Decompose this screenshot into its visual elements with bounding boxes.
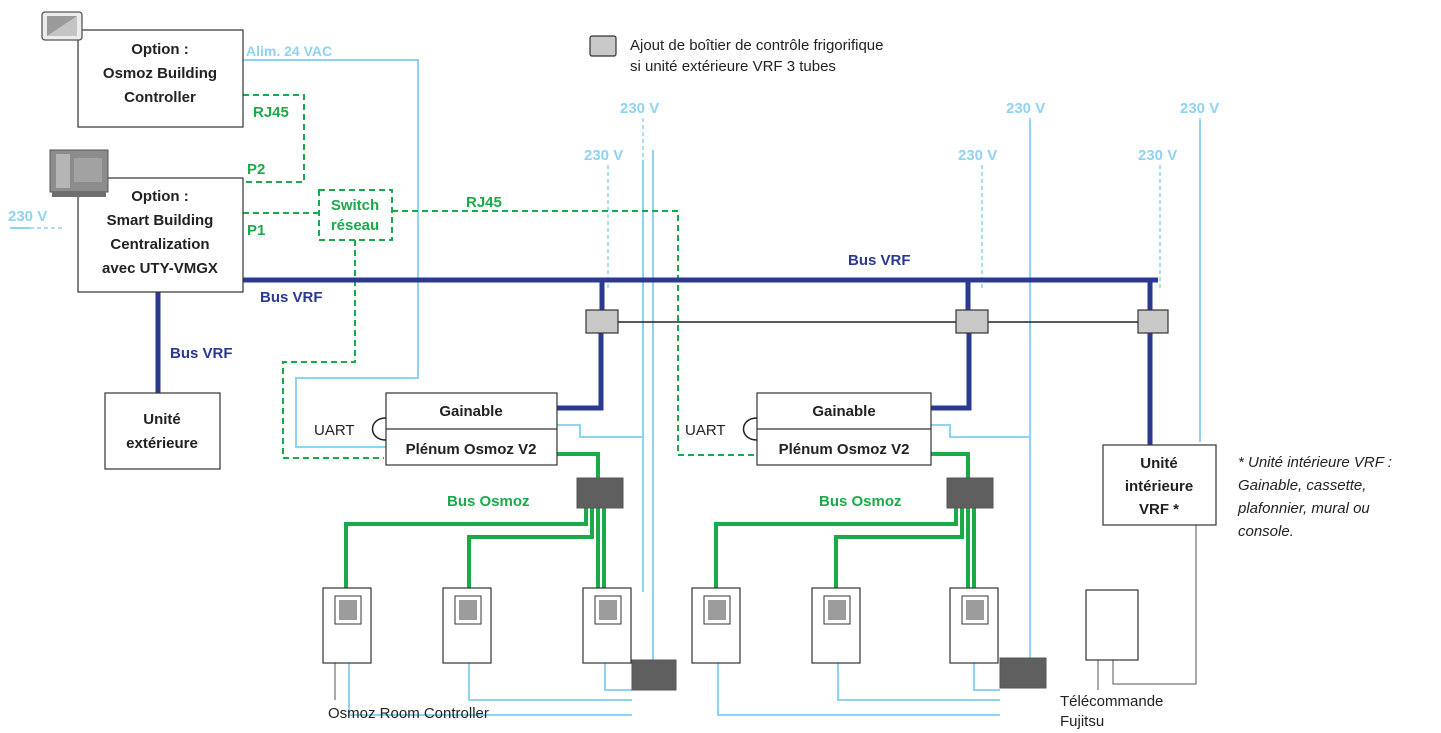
p2-label: P2	[247, 161, 265, 178]
ducted-unit-1: Gainable Plénum Osmoz V2 UART	[314, 392, 558, 466]
switch-l1: Switch	[331, 197, 379, 214]
ducted-1-bottom: Plénum Osmoz V2	[406, 441, 537, 458]
network-switch-box: Switch réseau	[318, 189, 393, 241]
230v-label: 230 V	[1138, 147, 1177, 164]
bus-vrf-label-mid: Bus VRF	[260, 289, 323, 306]
230v-label: 230 V	[1180, 100, 1219, 117]
room-controller	[442, 587, 492, 664]
osmoz-hub-2	[946, 477, 994, 509]
room-controller	[811, 587, 861, 664]
bus-vrf-lines	[155, 277, 1158, 445]
indoor-unit-l3: VRF *	[1139, 501, 1179, 518]
indoor-unit-l2: intérieure	[1125, 478, 1193, 495]
rj45-label-b: RJ45	[466, 194, 502, 211]
230v-label: 230 V	[1006, 100, 1045, 117]
ducted-1-top: Gainable	[439, 403, 502, 420]
tablet-icon	[41, 11, 83, 41]
control-box-1	[585, 309, 619, 334]
control-box-legend-icon	[589, 35, 617, 57]
gateway-device-icon	[49, 149, 109, 197]
centralization-l2: Smart Building	[107, 212, 214, 229]
ducted-unit-2: Gainable Plénum Osmoz V2 UART	[685, 392, 932, 466]
outdoor-unit-l2: extérieure	[126, 435, 198, 452]
outdoor-unit-l1: Unité	[143, 411, 181, 428]
rj45-lines	[243, 94, 757, 459]
remote-label-l2: Fujitsu	[1060, 713, 1104, 730]
room-controller	[322, 587, 372, 664]
bus-osmoz-label-1: Bus Osmoz	[447, 493, 530, 510]
uart-label-2: UART	[685, 422, 726, 439]
power-lines	[10, 59, 1201, 716]
fujitsu-remote-box	[1085, 589, 1139, 661]
building-controller-l1: Option :	[131, 41, 188, 58]
thin-grey-lines	[334, 525, 1197, 700]
room-controllers	[322, 587, 999, 664]
room-controller-label: Osmoz Room Controller	[328, 705, 489, 722]
centralization-l1: Option :	[131, 188, 188, 205]
bus-vrf-label-top: Bus VRF	[848, 252, 911, 269]
indoor-unit-l1: Unité	[1140, 455, 1178, 472]
building-controller-box: Option : Osmoz Building Controller	[77, 29, 244, 128]
control-box-3	[1137, 309, 1169, 334]
alim-24vac-label: Alim. 24 VAC	[246, 43, 332, 59]
centralization-l3: Centralization	[110, 236, 209, 253]
building-controller-l2: Osmoz Building	[103, 65, 217, 82]
outdoor-unit-box: Unité extérieure	[104, 392, 221, 470]
ducted-2-bottom: Plénum Osmoz V2	[779, 441, 910, 458]
ducted-2-top: Gainable	[812, 403, 875, 420]
rj45-label-a: RJ45	[253, 104, 289, 121]
uart-connector-1	[371, 417, 387, 441]
230v-label: 230 V	[958, 147, 997, 164]
p1-label: P1	[247, 222, 265, 239]
bus-osmoz-label-2: Bus Osmoz	[819, 493, 902, 510]
osmoz-hub-1	[576, 477, 624, 509]
note-l3: plafonnier, mural ou	[1237, 500, 1370, 517]
footnote: * Unité intérieure VRF : Gainable, casse…	[1237, 454, 1392, 540]
note-l2: Gainable, cassette,	[1238, 477, 1366, 494]
indoor-unit-box: Unité intérieure VRF *	[1102, 444, 1217, 526]
control-box-2	[955, 309, 989, 334]
power-hub-1	[631, 659, 677, 691]
legend-line-1: Ajout de boîtier de contrôle frigorifiqu…	[630, 37, 883, 54]
legend: Ajout de boîtier de contrôle frigorifiqu…	[589, 35, 883, 75]
room-controller	[949, 587, 999, 664]
remote-label-l1: Télécommande	[1060, 693, 1163, 710]
230v-label: 230 V	[620, 100, 659, 117]
legend-line-2: si unité extérieure VRF 3 tubes	[630, 58, 836, 75]
230v-label-left: 230 V	[8, 208, 47, 225]
building-controller-l3: Controller	[124, 89, 196, 106]
power-hub-2	[999, 657, 1047, 689]
bus-vrf-label-left: Bus VRF	[170, 345, 233, 362]
230v-label: 230 V	[584, 147, 623, 164]
bus-osmoz-lines	[344, 452, 976, 588]
room-controller	[691, 587, 741, 664]
uart-connector-2	[742, 417, 758, 441]
switch-l2: réseau	[331, 217, 379, 234]
note-l4: console.	[1238, 523, 1294, 540]
centralization-l4: avec UTY-VMGX	[102, 260, 218, 277]
note-l1: * Unité intérieure VRF :	[1238, 454, 1392, 471]
room-controller	[582, 587, 632, 664]
uart-label-1: UART	[314, 422, 355, 439]
power-dashed-lines	[30, 118, 1201, 290]
